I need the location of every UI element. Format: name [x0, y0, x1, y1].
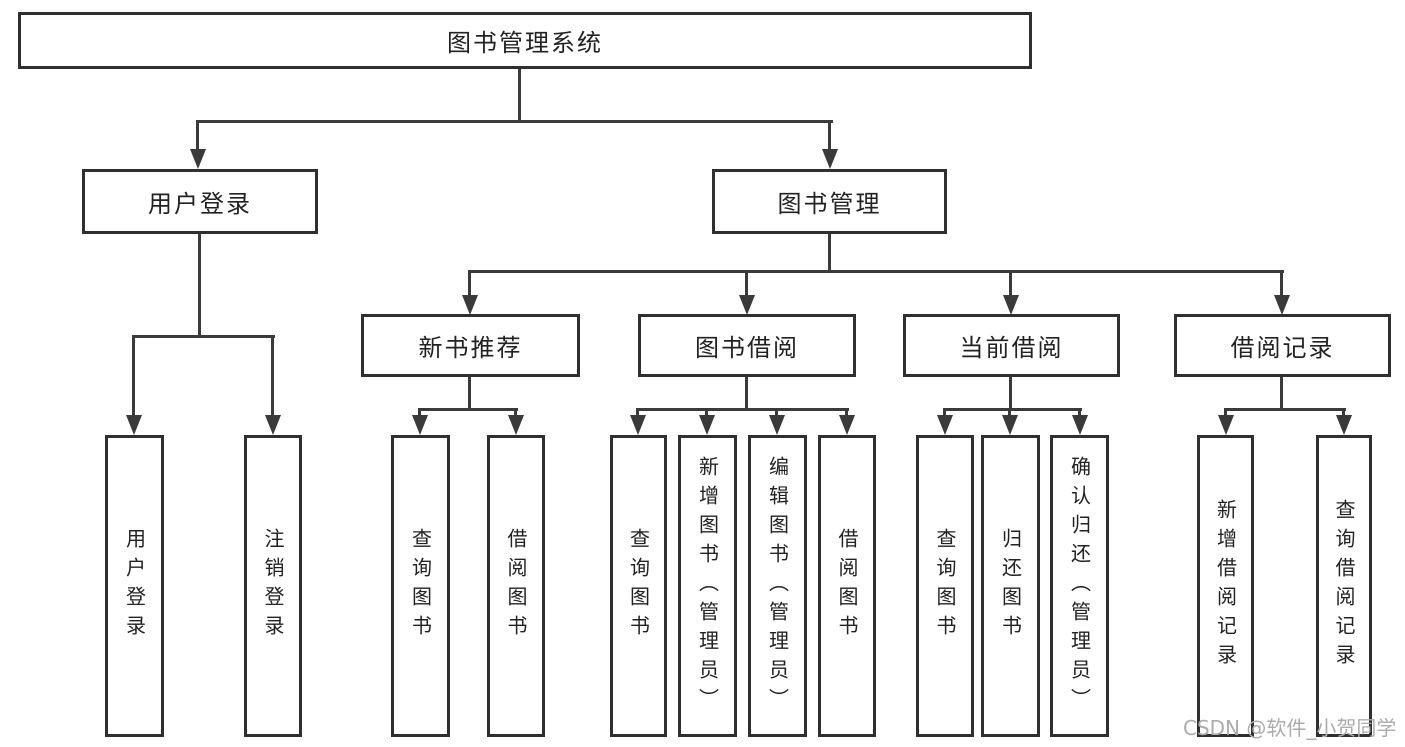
- leaf-cb-confirm-return-admin: 确认归还（管理员）: [1050, 435, 1109, 737]
- arrow-to-nb-query: [418, 408, 421, 415]
- arrow-to-user-login-leaf: [132, 335, 135, 415]
- arrow-to-current-borrow: [1009, 270, 1012, 295]
- node-book-management: 图书管理: [712, 169, 947, 234]
- connector-book-mgmt-bar: [468, 270, 1284, 273]
- connector-user-login-bar: [132, 335, 275, 338]
- arrow-to-book-borrow: [745, 270, 748, 295]
- connector-new-book-bar: [418, 408, 518, 411]
- node-borrow-records: 借阅记录: [1174, 314, 1391, 377]
- connector-book-borrow-stem: [745, 375, 748, 411]
- leaf-cb-return-books: 归还图书: [981, 435, 1040, 737]
- arrow-to-bb-query: [636, 408, 639, 415]
- node-book-borrow: 图书借阅: [638, 314, 856, 377]
- connector-book-borrow-bar: [636, 408, 849, 411]
- leaf-nb-borrow-books: 借阅图书: [487, 435, 545, 737]
- leaf-logout: 注销登录: [244, 435, 302, 737]
- leaf-bb-query-books: 查询图书: [610, 435, 667, 737]
- arrow-to-borrow-records: [1280, 270, 1283, 295]
- node-library-system: 图书管理系统: [18, 12, 1032, 69]
- arrow-to-bb-borrow: [845, 408, 848, 415]
- leaf-user-login: 用户登录: [105, 435, 164, 737]
- arrow-to-cb-confirm: [1078, 408, 1081, 415]
- arrow-to-nb-borrow: [514, 408, 517, 415]
- arrow-to-cb-query: [943, 408, 946, 415]
- connector-current-borrow-bar: [943, 408, 1082, 411]
- connector-current-borrow-stem: [1009, 374, 1012, 411]
- arrow-to-logout: [271, 335, 274, 415]
- connector-new-book-stem: [468, 375, 471, 411]
- csdn-watermark: CSDN @软件_小贺同学: [1183, 716, 1397, 740]
- connector-user-login-stem: [198, 232, 201, 338]
- arrow-to-book-mgmt: [828, 120, 831, 149]
- node-user-login: 用户登录: [82, 169, 318, 234]
- arrow-to-br-add: [1224, 408, 1227, 415]
- connector-root-stem: [518, 67, 521, 123]
- leaf-cb-query-books: 查询图书: [916, 435, 974, 737]
- arrow-to-bb-edit: [775, 408, 778, 415]
- connector-root-bar: [197, 120, 833, 123]
- leaf-br-add-record: 新增借阅记录: [1197, 435, 1254, 737]
- arrow-to-user-login: [196, 120, 199, 149]
- connector-borrow-records-stem: [1280, 374, 1283, 411]
- arrow-to-br-query: [1342, 408, 1345, 415]
- connector-book-mgmt-stem: [828, 232, 831, 273]
- leaf-bb-add-books-admin: 新增图书（管理员）: [678, 435, 737, 737]
- arrow-to-cb-return: [1008, 408, 1011, 415]
- connector-borrow-records-bar: [1224, 408, 1346, 411]
- leaf-br-query-record: 查询借阅记录: [1316, 435, 1372, 737]
- leaf-nb-query-books: 查询图书: [391, 435, 450, 737]
- leaf-bb-borrow-books: 借阅图书: [818, 435, 876, 737]
- node-current-borrow: 当前借阅: [903, 314, 1120, 377]
- arrow-to-new-book-recommend: [468, 270, 471, 295]
- node-new-book-recommend: 新书推荐: [361, 314, 580, 377]
- arrow-to-bb-add: [705, 408, 708, 415]
- leaf-bb-edit-books-admin: 编辑图书（管理员）: [748, 435, 807, 737]
